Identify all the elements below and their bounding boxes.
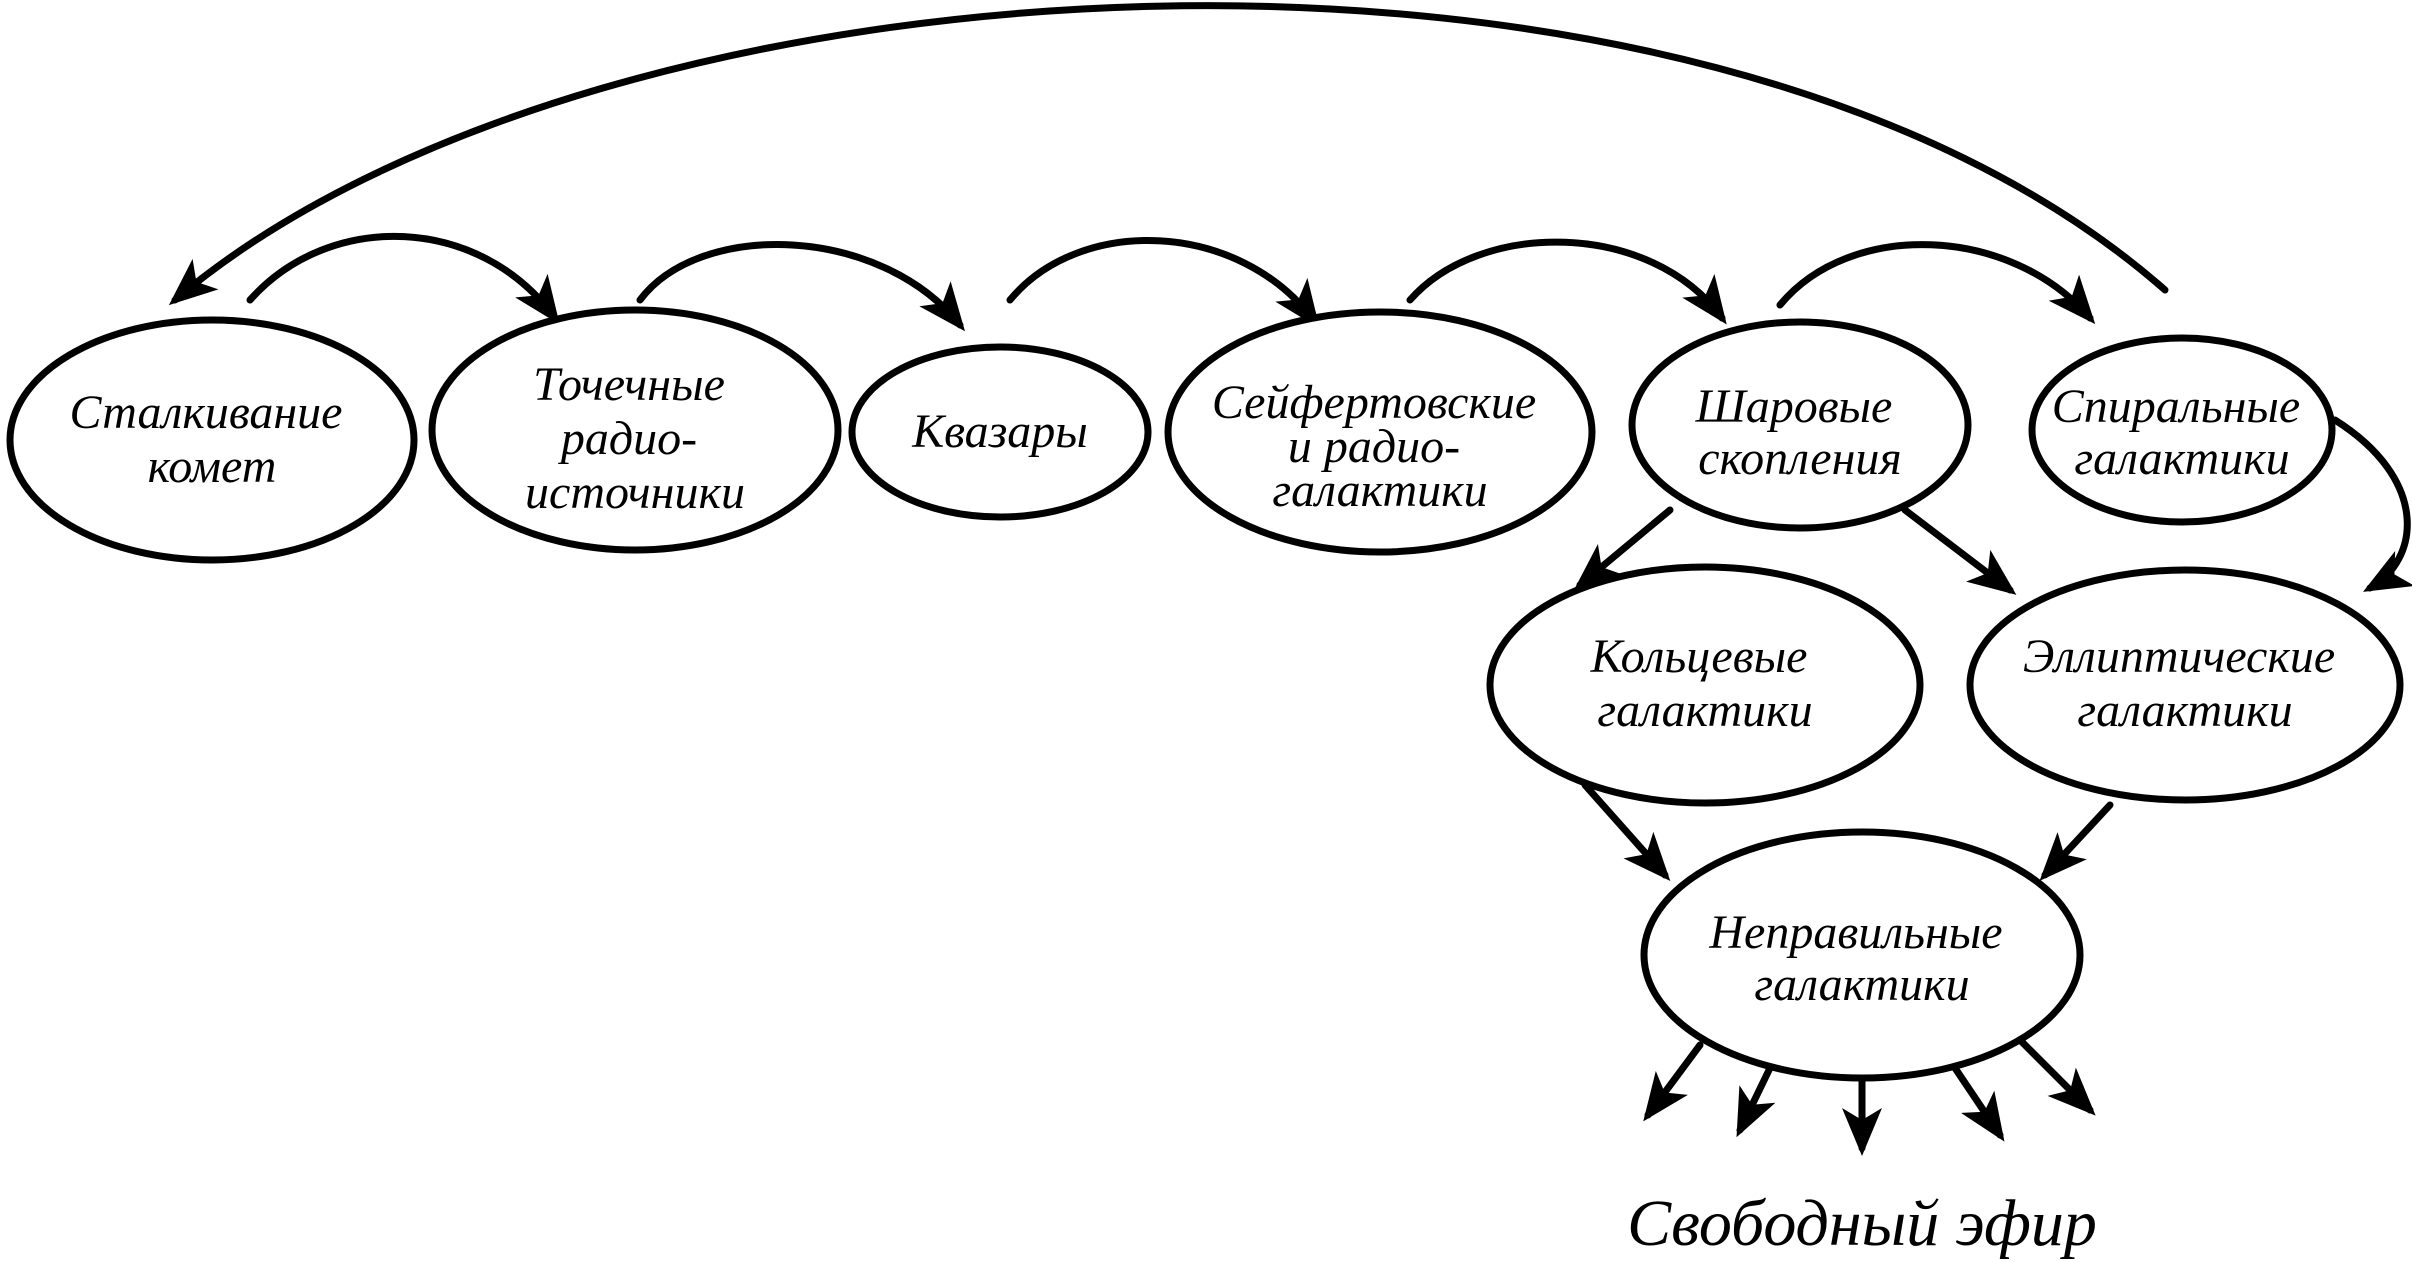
node-point-radio-sources: Точечные радио- источники bbox=[428, 306, 842, 554]
node-point-radio-sources-shape bbox=[428, 306, 842, 554]
nodes: Сталкивание комет Точечные радио- источн… bbox=[6, 306, 2404, 1260]
edges bbox=[168, 2, 2412, 1156]
edge-point-sources-to-quasars bbox=[636, 241, 966, 332]
node-globular-clusters: Шаровые скопления bbox=[1628, 318, 1972, 532]
node-point-radio-sources-line-1: Точечные bbox=[533, 358, 725, 411]
node-spiral-galaxies-shape bbox=[2028, 334, 2336, 526]
edge-seyfert-to-globular bbox=[1406, 238, 1727, 325]
edge-spiral-to-elliptical bbox=[2331, 416, 2412, 592]
node-seyfert-radio-galaxies-line-2: и радио- bbox=[1288, 420, 1460, 473]
svg-text:Эллиптические галактик: Эллиптические галактики bbox=[2023, 630, 2347, 737]
node-elliptical-galaxies-line-1: Эллиптические bbox=[2023, 630, 2335, 683]
node-spiral-galaxies: Спиральные галактики bbox=[2028, 334, 2336, 526]
edge-globular-to-elliptical bbox=[1901, 506, 2017, 595]
node-ring-galaxies-shape bbox=[1486, 563, 1924, 807]
node-irregular-galaxies-line-1: Неправильные bbox=[1708, 906, 2002, 959]
node-globular-clusters-line-2: скопления bbox=[1698, 432, 1901, 485]
node-spiral-galaxies-line-1: Спиральные bbox=[2052, 380, 2300, 433]
node-irregular-galaxies: Неправильные галактики bbox=[1640, 828, 2084, 1082]
edge-ring-to-irregular bbox=[1581, 781, 1671, 881]
node-elliptical-galaxies-line-2: галактики bbox=[2077, 684, 2292, 737]
edge-comet-to-point-sources bbox=[246, 232, 560, 325]
svg-text:Сталкивание комет: Сталкивание комет bbox=[70, 386, 355, 493]
edge-irregular-to-ether-2 bbox=[1736, 1064, 1776, 1138]
node-comet-collision-line-2: комет bbox=[148, 440, 277, 493]
node-point-radio-sources-line-3: источники bbox=[525, 466, 745, 519]
node-globular-clusters-line-1: Шаровые bbox=[1695, 380, 1893, 433]
svg-text:Точечные радио-: Точечные радио- источники bbox=[525, 358, 745, 519]
node-spiral-galaxies-line-2: галактики bbox=[2074, 432, 2289, 485]
svg-text:Неправильные галактики: Неправильные галактики bbox=[1708, 906, 2014, 1011]
node-comet-collision-shape bbox=[6, 316, 418, 564]
node-ring-galaxies: Кольцевые галактики bbox=[1486, 563, 1924, 807]
svg-text:Спиральные галактики: Спиральные галактики bbox=[2052, 380, 2312, 485]
edge-globular-to-spiral bbox=[1776, 241, 2096, 325]
node-quasars: Квазары bbox=[848, 343, 1152, 521]
node-quasars-line-1: Квазары bbox=[911, 405, 1088, 458]
node-seyfert-radio-galaxies: Сейфертовские и радио- галактики bbox=[1164, 308, 1596, 556]
edge-irregular-to-ether-5 bbox=[2016, 1036, 2096, 1116]
edge-quasars-to-seyfert bbox=[1006, 237, 1320, 329]
node-quasars-shape bbox=[848, 343, 1152, 521]
node-irregular-galaxies-shape bbox=[1640, 828, 2084, 1082]
node-comet-collision-line-1: Сталкивание bbox=[70, 386, 343, 439]
node-seyfert-radio-galaxies-line-1: Сейфертовские bbox=[1212, 376, 1536, 429]
node-point-radio-sources-line-2: радио- bbox=[558, 412, 697, 465]
node-ring-galaxies-line-1: Кольцевые bbox=[1590, 630, 1808, 683]
free-ether-label: Свободный эфир bbox=[1627, 1187, 2097, 1260]
node-irregular-galaxies-line-2: галактики bbox=[1754, 958, 1969, 1011]
edge-irregular-to-ether-4 bbox=[1951, 1064, 2005, 1142]
node-ring-galaxies-line-2: галактики bbox=[1597, 684, 1812, 737]
edge-elliptical-to-irregular bbox=[2039, 801, 2114, 881]
edge-globular-to-ring bbox=[1573, 506, 1674, 591]
node-globular-clusters-shape bbox=[1628, 318, 1972, 532]
node-seyfert-radio-galaxies-shape bbox=[1164, 308, 1596, 556]
node-elliptical-galaxies: Эллиптические галактики bbox=[1966, 566, 2404, 804]
node-elliptical-galaxies-shape bbox=[1966, 566, 2404, 804]
edge-spiral-to-comet bbox=[168, 2, 2169, 306]
node-seyfert-radio-galaxies-line-3: галактики bbox=[1272, 464, 1487, 517]
svg-text:Кольцевые галактики: Кольцевые галактики bbox=[1590, 630, 1820, 737]
node-comet-collision: Сталкивание комет bbox=[6, 316, 418, 564]
svg-text:Квазары: Квазары bbox=[911, 405, 1088, 458]
svg-text:Сейфертовские и радио-: Сейфертовские и радио- галактики bbox=[1212, 376, 1548, 517]
edge-irregular-to-ether-1 bbox=[1643, 1041, 1704, 1122]
svg-text:Шаровые скопления: Шаровые скопления bbox=[1695, 380, 1905, 485]
